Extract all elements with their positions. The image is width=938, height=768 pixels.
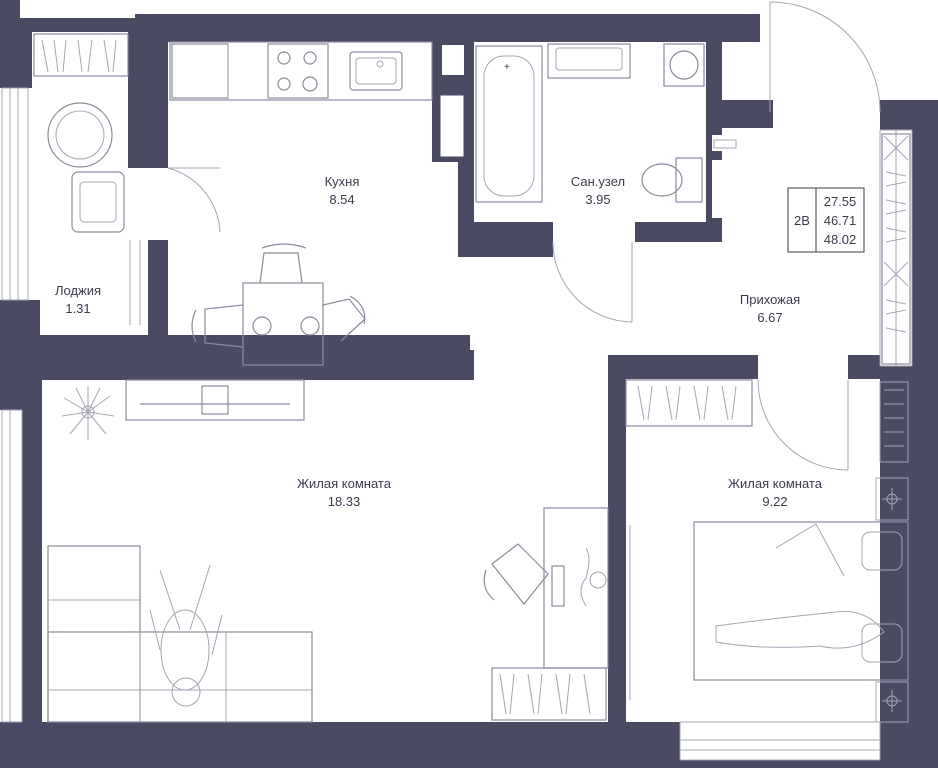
shelf bbox=[879, 381, 909, 463]
windows bbox=[1, 87, 913, 761]
doors bbox=[167, 1, 881, 700]
apartment-total-area: 46.71 bbox=[824, 213, 857, 228]
room-labels: Лоджия 1.31 Кухня 8.54 Сан.узел 3.95 При… bbox=[55, 174, 823, 509]
sofa-icon bbox=[47, 545, 313, 723]
apartment-full-area: 48.02 bbox=[824, 232, 857, 247]
kitchen-name: Кухня bbox=[325, 174, 360, 189]
chair-icon bbox=[71, 171, 125, 233]
bedroom-area: 9.22 bbox=[762, 494, 787, 509]
bathroom-name: Сан.узел bbox=[571, 174, 625, 189]
bathtub-icon: + bbox=[475, 45, 543, 203]
nightstand bbox=[875, 477, 909, 723]
living-area: 18.33 bbox=[328, 494, 361, 509]
apartment-type: 2В bbox=[794, 213, 810, 228]
hallway-area: 6.67 bbox=[757, 310, 782, 325]
tv-icon bbox=[125, 379, 305, 421]
table-icon bbox=[242, 282, 324, 366]
bedroom-furniture bbox=[625, 379, 909, 723]
loggia-name: Лоджия bbox=[55, 283, 101, 298]
washer-icon bbox=[663, 43, 705, 87]
loggia-area: 1.31 bbox=[65, 301, 90, 316]
desk-icon bbox=[543, 507, 609, 669]
loggia-furniture bbox=[33, 33, 141, 325]
fridge bbox=[171, 43, 229, 99]
toilet-icon bbox=[641, 157, 703, 203]
wardrobe-icon bbox=[625, 379, 753, 427]
wardrobe-icon bbox=[881, 133, 911, 365]
hallway-wardrobe bbox=[881, 133, 911, 365]
sink-icon bbox=[349, 51, 403, 91]
hallway-name: Прихожая bbox=[740, 292, 800, 307]
wardrobe-icon bbox=[33, 33, 129, 77]
table-icon bbox=[47, 102, 113, 168]
kitchen-area: 8.54 bbox=[329, 192, 354, 207]
svg-text:+: + bbox=[504, 62, 510, 73]
person-figure bbox=[149, 564, 223, 707]
wardrobe-icon bbox=[491, 667, 607, 721]
bedroom-name: Жилая комната bbox=[728, 476, 823, 491]
apartment-living-area: 27.55 bbox=[824, 194, 857, 209]
bed-icon bbox=[693, 521, 909, 681]
living-name: Жилая комната bbox=[297, 476, 392, 491]
apartment-area-box: 2В 27.55 46.71 48.02 bbox=[787, 187, 865, 253]
kitchen-furniture bbox=[169, 41, 433, 366]
living-furniture bbox=[47, 379, 609, 723]
sink-icon bbox=[547, 43, 631, 79]
bathroom-fixtures: + bbox=[475, 43, 737, 203]
bathroom-area: 3.95 bbox=[585, 192, 610, 207]
plant-icon bbox=[61, 386, 115, 440]
stove-icon bbox=[267, 43, 329, 99]
chair-icon bbox=[483, 543, 549, 605]
chair-icon bbox=[191, 243, 366, 348]
hangers bbox=[41, 39, 117, 73]
